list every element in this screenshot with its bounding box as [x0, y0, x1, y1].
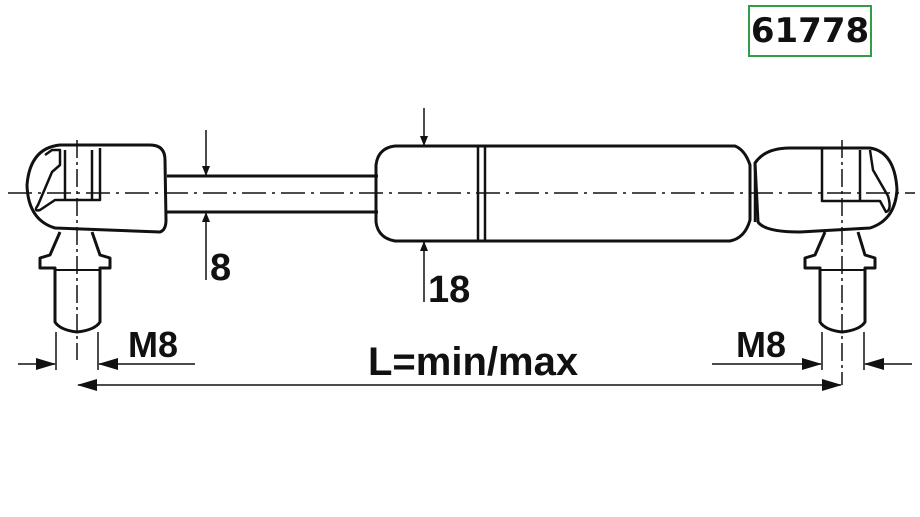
left-ball-socket [25, 143, 168, 334]
right-thread-label: M8 [736, 324, 786, 365]
part-number-box: 61778 [748, 5, 872, 57]
tube-diameter-label: 18 [428, 269, 470, 311]
piston-rod [167, 174, 378, 214]
left-thread-dimension [18, 332, 195, 370]
length-label: L=min/max [368, 340, 578, 384]
rod-diameter-label: 8 [210, 247, 231, 289]
left-thread-label: M8 [128, 324, 178, 365]
right-ball-socket [753, 146, 899, 334]
part-number: 61778 [750, 11, 870, 51]
right-thread-dimension [712, 332, 912, 370]
